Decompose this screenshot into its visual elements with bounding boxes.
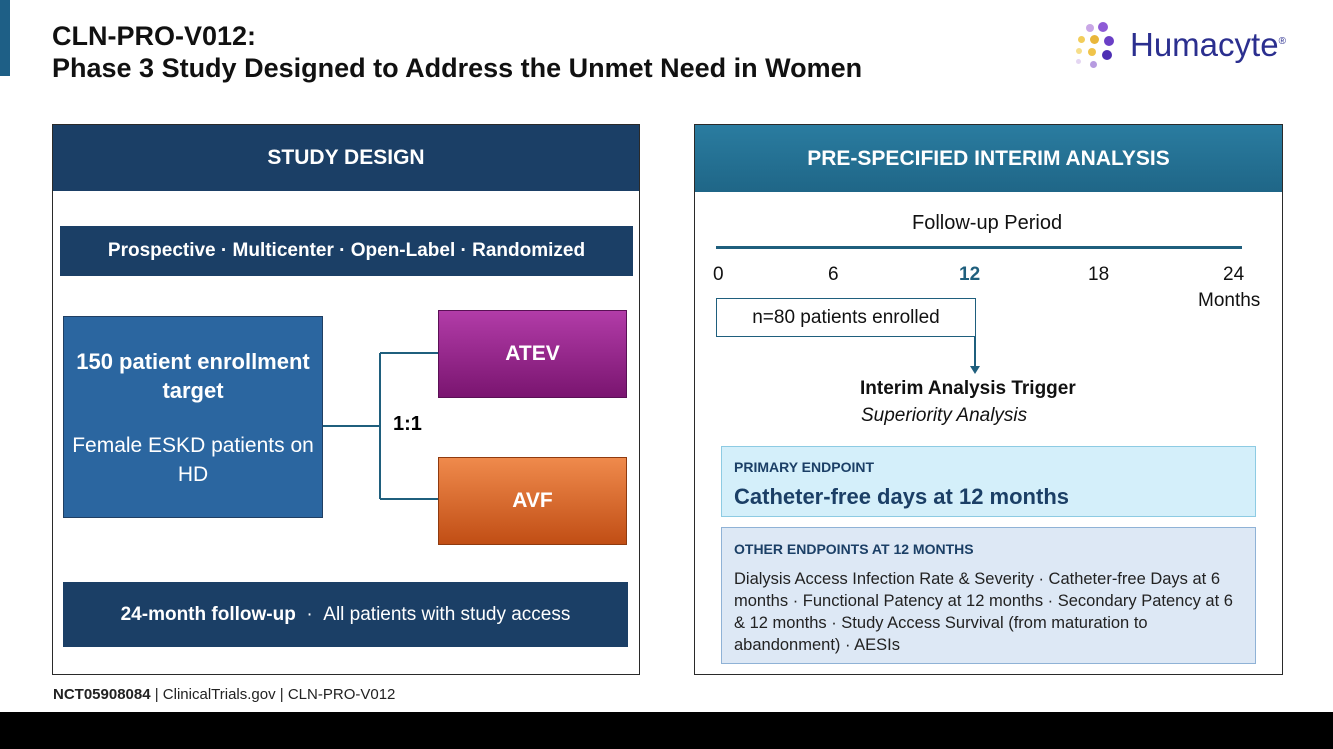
randomization-connector [323,352,438,500]
logo-dot-icon [1090,35,1099,44]
other-endpoints-text: Dialysis Access Infection Rate & Severit… [734,570,1233,654]
interim-analysis-heading: PRE-SPECIFIED INTERIM ANALYSIS [695,125,1282,192]
followup-period-title: Follow-up Period [912,212,1063,234]
other-endpoints-label: OTHER ENDPOINTS AT 12 MONTHS [734,541,974,557]
logo-wordmark: Humacyte® [1130,26,1286,64]
timeline-axis [716,246,1242,249]
study-design-panel [52,124,640,675]
interim-trigger-subtitle: Superiority Analysis [861,405,1028,426]
footnote-rest: | ClinicalTrials.gov | CLN-PRO-V012 [150,686,396,703]
logo-dot-icon [1088,48,1096,56]
humacyte-logo: Humacyte® [1070,20,1320,74]
enrollment-target: 150 patient enrollment target [76,349,310,403]
logo-dot-icon [1098,22,1108,32]
enrolled-box: n=80 patients enrolled [716,298,976,337]
timeline-tick-6: 6 [828,264,839,285]
enrollment-box: 150 patient enrollment target Female ESK… [63,316,323,518]
title-line-1: CLN-PRO-V012: [52,21,257,51]
logo-dot-icon [1090,61,1097,68]
timeline-tick-0: 0 [713,264,724,285]
interim-trigger-title: Interim Analysis Trigger [860,378,1076,399]
patient-population: Female ESKD patients on HD [72,434,314,486]
timeline-tick-12: 12 [959,264,981,285]
logo-dot-icon [1086,24,1094,32]
randomization-ratio: 1:1 [393,413,422,435]
interim-analysis-panel [694,124,1283,675]
logo-dot-icon [1076,48,1082,54]
avf-arm: AVF [438,457,627,545]
timeline-unit: Months [1198,290,1261,311]
primary-endpoint-box: PRIMARY ENDPOINT Catheter-free days at 1… [721,446,1256,517]
followup-bar: 24-month follow-up · All patients with s… [63,582,628,647]
logo-dot-icon [1102,50,1112,60]
primary-endpoint-text: Catheter-free days at 12 months [734,484,1069,509]
arrow-down-icon [970,366,980,374]
page-title: CLN-PRO-V012: Phase 3 Study Designed to … [52,20,862,84]
nct-number: NCT05908084 [53,686,151,703]
logo-dot-icon [1078,36,1085,43]
trigger-arrow-line [974,337,976,369]
footnote: NCT05908084 | ClinicalTrials.gov | CLN-P… [53,686,395,703]
logo-text: Humacyte [1130,26,1279,63]
logo-registered-mark: ® [1278,36,1286,47]
followup-duration: 24-month follow-up [120,603,296,625]
timeline-tick-18: 18 [1088,264,1110,285]
primary-endpoint-label: PRIMARY ENDPOINT [734,459,875,475]
accent-bar [0,0,10,76]
logo-dot-icon [1104,36,1114,46]
logo-dot-icon [1076,59,1081,64]
followup-scope: All patients with study access [323,603,571,625]
followup-separator: · [295,603,324,625]
other-endpoints-box: OTHER ENDPOINTS AT 12 MONTHS Dialysis Ac… [721,527,1256,664]
bottom-band [0,712,1333,749]
study-types-bar: Prospective · Multicenter · Open-Label ·… [60,226,633,276]
title-line-2: Phase 3 Study Designed to Address the Un… [52,53,863,83]
atev-arm: ATEV [438,310,627,398]
study-design-heading: STUDY DESIGN [53,125,639,191]
timeline-tick-24: 24 [1223,264,1245,285]
